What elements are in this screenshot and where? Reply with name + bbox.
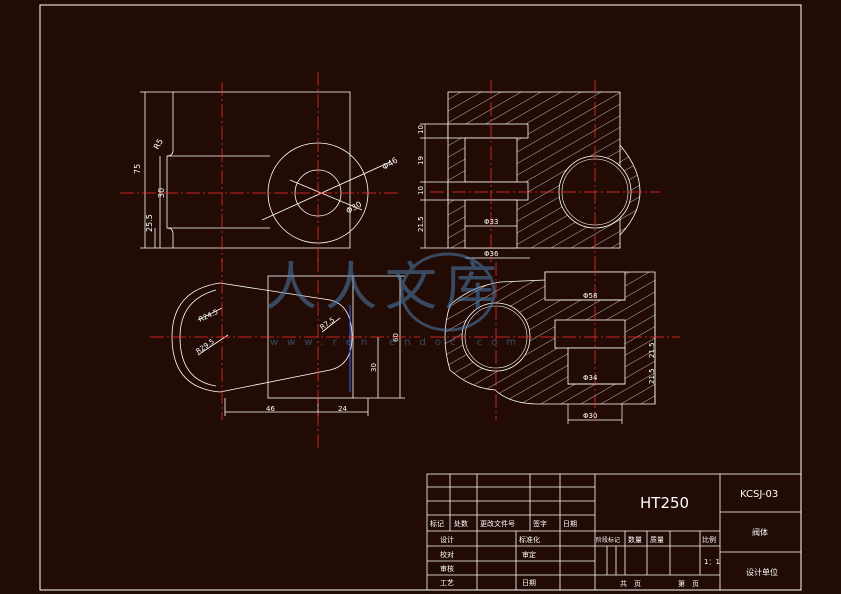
dim-section-19: 19: [417, 156, 425, 165]
tb-unit: 设计单位: [746, 567, 778, 577]
front-view-centerlines: [120, 72, 400, 262]
tb-part-name: 阀体: [752, 527, 768, 537]
tb-total-sheets: 共 页: [620, 579, 641, 588]
dim-side-dia58: Φ58: [583, 292, 597, 300]
title-block: [426, 473, 802, 591]
dim-front-dia30: Φ30: [345, 200, 364, 216]
dim-front-r5: R5: [152, 137, 165, 151]
dim-top-46: 46: [266, 405, 275, 413]
drawing-border: [39, 4, 802, 591]
section-centerlines: [430, 80, 660, 262]
tb-scale-value: 1：1: [704, 558, 720, 566]
dim-front-dia46: Φ46: [381, 156, 400, 172]
dim-section-dia36: Φ36: [484, 250, 499, 258]
dim-front-75: 75: [133, 164, 142, 174]
tb-scale-label: 比例: [702, 535, 716, 544]
dim-top-r24-5: R24.5: [197, 308, 219, 324]
dim-section-21-5: 21.5: [417, 216, 425, 232]
dim-side-dia30: Φ30: [583, 412, 597, 420]
tb-proofread: 校对: [440, 550, 454, 559]
tb-row-label-4: 日期: [563, 520, 577, 528]
tb-row-label-1: 处数: [454, 519, 468, 528]
watermark-logo-text: 人人文库: [265, 258, 505, 318]
tb-process: 工艺: [440, 579, 454, 587]
dim-top-r7-5: R7.5: [319, 316, 337, 332]
dim-side-21-5b: 21.5: [648, 368, 656, 384]
tb-review: 审核: [440, 564, 454, 573]
dim-side-21-5a: 21.5: [648, 342, 656, 358]
tb-quantity: 数量: [628, 535, 642, 544]
dim-section-dia33: Φ33: [484, 218, 498, 226]
tb-date: 日期: [522, 579, 536, 587]
dim-top-60: 60: [392, 333, 400, 342]
section-view: [420, 91, 641, 259]
watermark: 人人文库 www.renrendoc.com: [265, 252, 525, 348]
top-view-centerlines: [150, 258, 420, 450]
dim-top-30: 30: [370, 363, 378, 372]
dim-section-10b: 10: [417, 186, 425, 195]
tb-material: HT250: [640, 494, 689, 512]
dim-side-dia34: Φ34: [583, 374, 598, 382]
dim-top-24: 24: [338, 405, 347, 413]
tb-row-label-3: 签字: [533, 519, 547, 528]
tb-sheet-no: 第 页: [678, 579, 699, 588]
tb-verify: 审定: [522, 550, 536, 559]
tb-row-label-0: 标记: [430, 519, 444, 528]
tb-stage-mark: 阶段标记: [596, 536, 620, 544]
dim-section-10a: 10: [417, 125, 425, 134]
dim-front-30: 30: [157, 188, 166, 198]
tb-drawing-no: KCSJ-03: [740, 489, 778, 500]
side-section-centerlines: [430, 262, 680, 420]
tb-design: 设计: [440, 535, 454, 544]
watermark-url: www.renrendoc.com: [270, 337, 525, 348]
dim-front-25-5: 25.5: [145, 214, 154, 232]
dim-top-r29-5: R29.5: [195, 337, 216, 355]
tb-row-label-2: 更改文件号: [480, 519, 515, 528]
tb-standardization: 标准化: [519, 535, 540, 544]
tb-mass: 质量: [650, 535, 664, 544]
front-view: [140, 91, 391, 249]
